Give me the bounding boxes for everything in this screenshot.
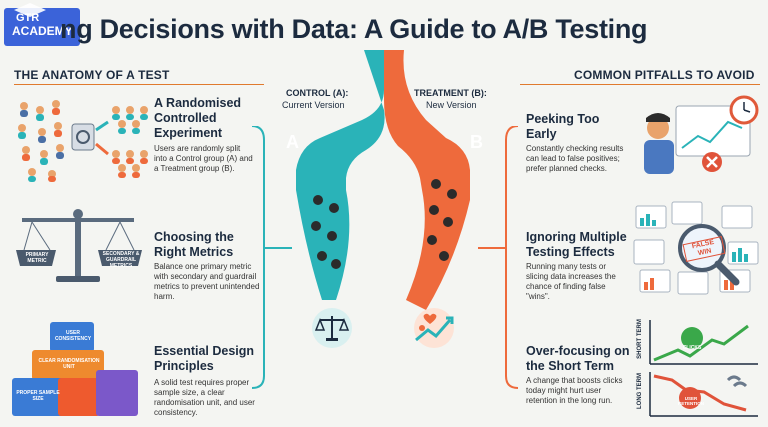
left-item-2-text: Balance one primary metric with secondar…	[154, 262, 260, 301]
treatment-letter: B	[470, 132, 483, 152]
peeking-illustration	[632, 94, 764, 182]
control-sublabel: Current Version	[282, 100, 345, 110]
sample-size-block-label: PROPER SAMPLE SIZE	[16, 390, 60, 402]
gtr-academy-logo: GTR ACADEMY	[0, 0, 82, 48]
right-section-divider	[520, 84, 760, 85]
left-item-1-title: A Randomised Controlled Experiment	[154, 96, 242, 140]
treatment-sublabel: New Version	[426, 100, 477, 110]
short-vs-long-term-illustration: SHORT TERM LONG TERM CLICKS USER RETENTI…	[628, 316, 764, 422]
logo-line2: ACADEMY	[12, 24, 73, 38]
right-section-heading: COMMON PITFALLS TO AVOID	[574, 68, 755, 82]
left-item-3-text: A solid test requires proper sample size…	[154, 378, 255, 417]
left-bracket-connector	[248, 125, 294, 390]
long-term-axis-label: LONG TERM	[637, 373, 643, 409]
trend-up-heart-icon	[410, 306, 458, 350]
ab-split-streams: A B	[266, 50, 502, 340]
metrics-scale-illustration: PRIMARY METRIC SECONDARY & GUARDRAIL MET…	[8, 206, 148, 286]
right-item-2-text: Running many tests or slicing data incre…	[526, 262, 616, 301]
page-title: ng Decisions with Data: A Guide to A/B T…	[60, 14, 648, 44]
user-consistency-block-label: USER CONSISTENCY	[54, 330, 92, 342]
user-retention-badge-label: USER RETENTION	[678, 396, 705, 406]
left-item-2-title: Choosing the Right Metrics	[154, 230, 234, 259]
left-item-3-title: Essential Design Principles	[154, 344, 255, 373]
right-item-1-text: Constantly checking results can lead to …	[526, 144, 624, 173]
primary-metric-weight-label: PRIMARY METRIC	[25, 252, 49, 264]
right-item-1-title: Peeking Too Early	[526, 112, 600, 141]
control-label: CONTROL (A):	[286, 88, 349, 98]
right-item-3-text: A change that boosts clicks today might …	[526, 376, 623, 405]
multiple-testing-illustration: FALSE WIN	[632, 200, 762, 296]
clicks-badge-label: CLICKS	[682, 345, 702, 351]
left-section-heading: THE ANATOMY OF A TEST	[14, 68, 170, 82]
randomisation-unit-block-label: CLEAR RANDOMISATION UNIT	[38, 358, 100, 370]
left-item-1-text: Users are randomly split into a Control …	[154, 144, 253, 173]
short-term-axis-label: SHORT TERM	[637, 319, 643, 359]
right-bracket-connector	[476, 125, 522, 390]
balance-scale-icon	[310, 306, 354, 350]
randomised-users-illustration	[12, 96, 152, 182]
right-item-3-title: Over-focusing on the Short Term	[526, 344, 630, 373]
treatment-label: TREATMENT (B):	[414, 88, 487, 98]
secondary-metric-weight-label: SECONDARY & GUARDRAIL METRICS	[102, 251, 140, 269]
design-blocks-illustration: USER CONSISTENCY CLEAR RANDOMISATION UNI…	[6, 318, 146, 422]
left-section-divider	[14, 84, 264, 85]
logo-line1: GTR	[16, 12, 40, 24]
control-letter: A	[286, 132, 299, 152]
right-item-2-title: Ignoring Multiple Testing Effects	[526, 230, 627, 259]
